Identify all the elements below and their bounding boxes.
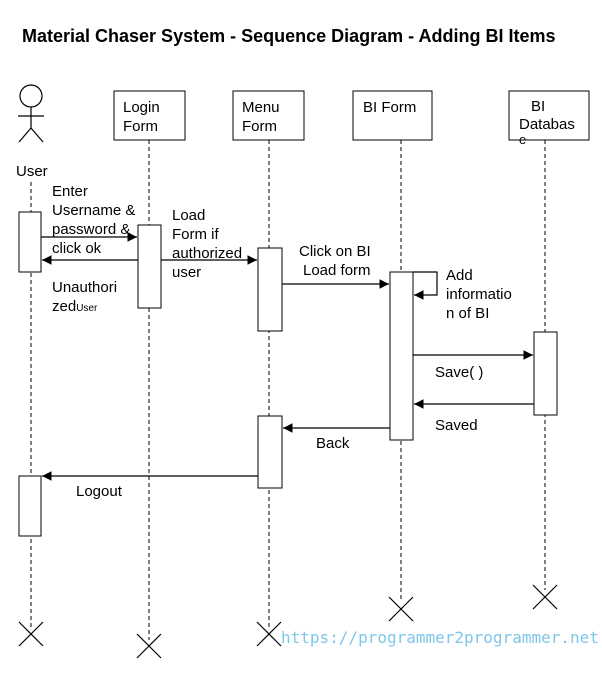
- bi-form-label: BI Form: [363, 99, 417, 116]
- msg-back-label: Back: [316, 435, 350, 452]
- watermark-link[interactable]: https://programmer2programmer.net: [281, 628, 599, 647]
- menu-form-box: [232, 90, 305, 141]
- bi-database-box: [508, 90, 590, 141]
- msg-enter-label: Enter Username & password & click ok: [52, 183, 136, 257]
- menu-destroy-mark: [256, 621, 282, 647]
- user-destroy-mark: [18, 621, 44, 647]
- user-activation-2: [18, 475, 42, 537]
- login-activation: [137, 224, 162, 309]
- msg-logout-label: Logout: [76, 483, 122, 500]
- bidb-destroy-mark: [532, 584, 558, 610]
- msg-load-label: Load Form if authorized user: [172, 207, 243, 281]
- diagram-title: Material Chaser System - Sequence Diagra…: [22, 26, 556, 46]
- biform-activation: [389, 271, 414, 441]
- login-form-box: [113, 90, 186, 141]
- msg-saved-label: Saved: [435, 417, 478, 434]
- msg-click-label: Click on BI Load form: [299, 243, 371, 279]
- login-destroy-mark: [136, 633, 162, 659]
- menu-activation-2: [257, 415, 283, 489]
- msg-add-self-arrow: [413, 271, 438, 300]
- msg-unauthorized-label: Unauthori zedUser: [52, 279, 118, 315]
- msg-add-label: Add informatio n of BI: [446, 267, 512, 322]
- bidb-activation: [533, 331, 558, 416]
- bi-database-label: BI Databas e: [519, 98, 575, 147]
- bi-form-box: [352, 90, 433, 141]
- user-activation-1: [18, 211, 42, 273]
- biform-destroy-mark: [388, 596, 414, 622]
- msg-save-label: Save( ): [435, 364, 484, 381]
- user-label: User: [16, 163, 48, 180]
- user-actor-icon: [18, 84, 44, 143]
- menu-activation-1: [257, 247, 283, 332]
